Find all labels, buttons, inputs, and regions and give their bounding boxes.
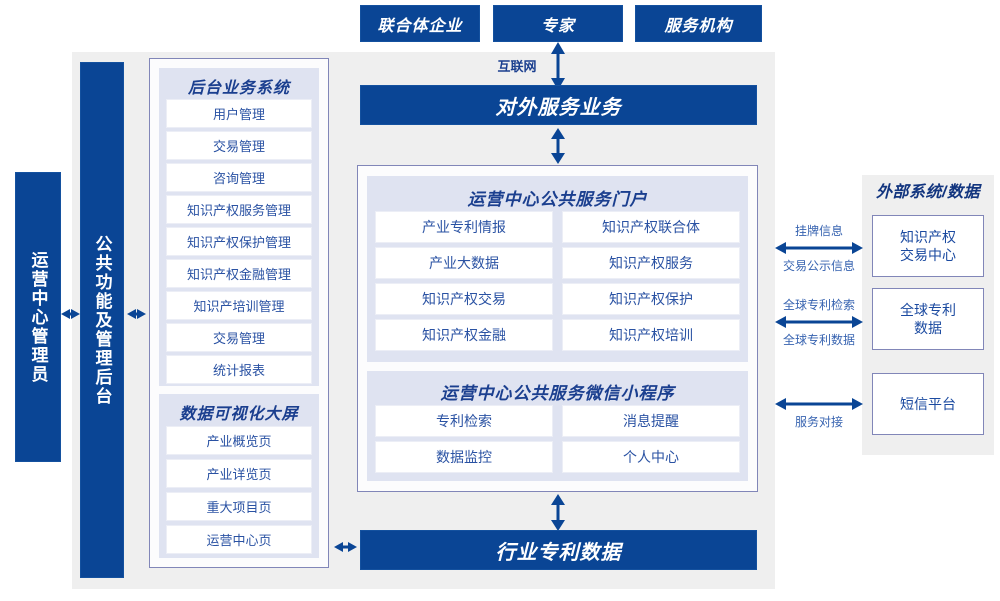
miniprogram-item-1[interactable]: 消息提醒: [562, 405, 740, 437]
external-link-label-below-1: 全球专利数据: [782, 333, 855, 347]
portal-item-3[interactable]: 知识产权服务: [562, 247, 740, 279]
portal-title: 运营中心公共服务门户: [467, 190, 648, 209]
external-box-label-0: 知识产权 交易中心: [900, 228, 956, 263]
portal-item-2[interactable]: 产业大数据: [375, 247, 553, 279]
top-actor-box-2[interactable]: 服务机构: [635, 5, 762, 42]
backend-item-1[interactable]: 交易管理: [166, 131, 312, 160]
external-box-0[interactable]: 知识产权 交易中心: [872, 215, 984, 277]
portal-item-label-6: 知识产权金融: [422, 327, 506, 343]
service-portal-arrow: [551, 128, 565, 164]
portal-item-5[interactable]: 知识产权保护: [562, 283, 740, 315]
left-bar-common-backend-label: 公共功能及管理后台: [92, 234, 112, 406]
top-actor-box-1[interactable]: 专家: [493, 5, 623, 42]
left-bar-operator-label: 运营中心管理员: [28, 250, 48, 384]
miniprogram-title: 运营中心公共服务微信小程序: [440, 384, 675, 403]
backend-item-label-1: 交易管理: [212, 139, 265, 154]
backend-item-2[interactable]: 咨询管理: [166, 163, 312, 192]
visual-item-3[interactable]: 运营中心页: [166, 525, 312, 554]
portal-item-label-4: 知识产权交易: [422, 291, 506, 307]
backend-item-label-3: 知识产权服务管理: [186, 203, 291, 218]
portal-item-label-2: 产业大数据: [429, 255, 499, 271]
visual-item-0[interactable]: 产业概览页: [166, 426, 312, 455]
miniprogram-item-0[interactable]: 专利检索: [375, 405, 553, 437]
backend-item-0[interactable]: 用户管理: [166, 99, 312, 128]
miniprogram-item-3[interactable]: 个人中心: [562, 441, 740, 473]
backend-item-4[interactable]: 知识产权保护管理: [166, 227, 312, 256]
backend-item-6[interactable]: 知识产培训管理: [166, 291, 312, 320]
backend-item-label-0: 用户管理: [212, 107, 265, 122]
visual-item-label-1: 产业详览页: [206, 467, 272, 482]
external-link-label-below-2: 服务对接: [794, 415, 843, 429]
left-bar-common-backend[interactable]: 公共功能及管理后台: [80, 62, 124, 578]
external-systems-title: 外部系统/数据: [876, 184, 980, 201]
external-box-label-2: 短信平台: [900, 395, 956, 412]
miniprogram-item-label-1: 消息提醒: [623, 413, 679, 429]
external-link-label-above-1: 全球专利检索: [782, 298, 855, 312]
miniprogram-item-label-2: 数据监控: [436, 449, 492, 465]
industry-data-label: 行业专利数据: [495, 541, 622, 564]
backend-item-label-7: 交易管理: [212, 331, 265, 346]
external-link-arrow-0: [775, 242, 863, 254]
portal-item-0[interactable]: 产业专利情报: [375, 211, 553, 243]
backend-item-3[interactable]: 知识产权服务管理: [166, 195, 312, 224]
backend-item-label-5: 知识产权金融管理: [186, 267, 291, 282]
external-box-1[interactable]: 全球专利 数据: [872, 288, 984, 350]
visual-item-label-0: 产业概览页: [206, 434, 272, 449]
visual-item-label-3: 运营中心页: [206, 533, 272, 548]
portal-item-4[interactable]: 知识产权交易: [375, 283, 553, 315]
portal-item-7[interactable]: 知识产权培训: [562, 319, 740, 351]
internet-label: 互联网: [497, 59, 537, 74]
portal-item-label-3: 知识产权服务: [609, 255, 693, 271]
backend-item-label-8: 统计报表: [212, 363, 265, 378]
backend-item-label-2: 咨询管理: [212, 171, 265, 186]
external-service-label: 对外服务业务: [495, 96, 622, 119]
visual-item-label-2: 重大项目页: [206, 500, 272, 515]
top-actor-label-1: 专家: [540, 17, 575, 35]
visual-item-2[interactable]: 重大项目页: [166, 492, 312, 521]
industry-data-bar[interactable]: 行业专利数据: [360, 530, 757, 570]
portal-item-label-7: 知识产权培训: [609, 327, 693, 343]
external-box-label-1: 全球专利 数据: [900, 301, 956, 336]
top-actor-label-0: 联合体企业: [377, 17, 463, 35]
backend-item-label-6: 知识产培训管理: [193, 299, 285, 314]
leftpanel-industrydata-arrow: [334, 542, 357, 552]
miniprogram-item-2[interactable]: 数据监控: [375, 441, 553, 473]
internet-arrow: [551, 42, 565, 90]
external-link-arrow-1: [775, 316, 863, 328]
visual-item-1[interactable]: 产业详览页: [166, 459, 312, 488]
external-link-arrow-2: [775, 398, 863, 410]
external-box-2[interactable]: 短信平台: [872, 373, 984, 435]
external-link-label-below-0: 交易公示信息: [782, 259, 855, 273]
top-actor-box-0[interactable]: 联合体企业: [360, 5, 480, 42]
left-bar-operator[interactable]: 运营中心管理员: [15, 172, 61, 462]
visual-screen-title: 数据可视化大屏: [179, 406, 299, 423]
miniprogram-item-label-3: 个人中心: [623, 449, 679, 465]
backend-system-title: 后台业务系统: [187, 80, 290, 97]
external-link-label-above-0: 挂牌信息: [794, 224, 843, 238]
top-actor-label-2: 服务机构: [664, 17, 733, 35]
portal-item-label-0: 产业专利情报: [422, 219, 506, 235]
operator-backend-arrow: [61, 309, 80, 319]
miniprogram-item-label-0: 专利检索: [436, 413, 492, 429]
backend-item-7[interactable]: 交易管理: [166, 323, 312, 352]
portal-item-6[interactable]: 知识产权金融: [375, 319, 553, 351]
portal-item-label-1: 知识产权联合体: [602, 219, 700, 235]
portal-item-label-5: 知识产权保护: [609, 291, 693, 307]
portal-item-1[interactable]: 知识产权联合体: [562, 211, 740, 243]
external-service-bar[interactable]: 对外服务业务: [360, 85, 757, 125]
backend-modules-arrow: [127, 309, 146, 319]
backend-item-5[interactable]: 知识产权金融管理: [166, 259, 312, 288]
backend-item-8[interactable]: 统计报表: [166, 355, 312, 384]
backend-item-label-4: 知识产权保护管理: [186, 235, 291, 250]
portal-industrydata-arrow: [551, 494, 565, 531]
